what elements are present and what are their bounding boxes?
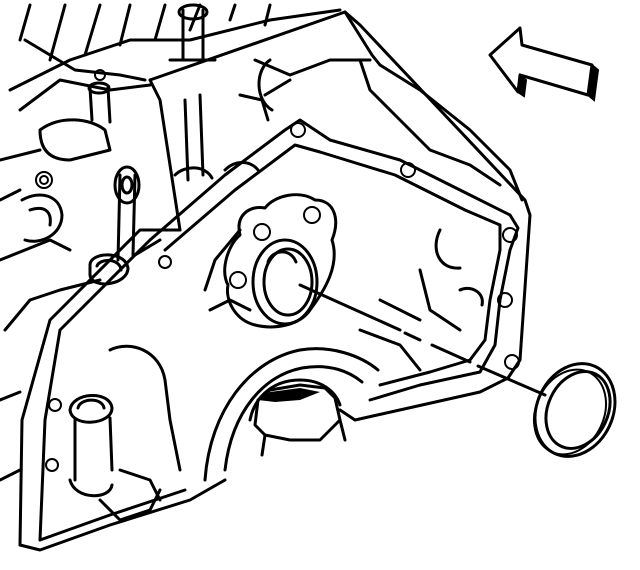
camshaft-bore xyxy=(223,193,338,329)
installation-leader-line xyxy=(298,283,547,397)
crankshaft-opening xyxy=(203,347,380,482)
engine-block-rear xyxy=(0,10,532,552)
oil-tube xyxy=(87,3,217,124)
camshaft-rear-bearing-seal xyxy=(533,362,617,458)
arrow-icon xyxy=(488,26,600,102)
lower-left-boss xyxy=(68,344,182,522)
